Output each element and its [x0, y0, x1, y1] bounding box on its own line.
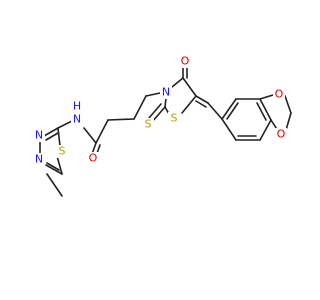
- atom-label-n-thiadiazole-1: N: [35, 129, 43, 142]
- bond-c5-methylidene-double: [195, 100, 207, 108]
- bond-td-c5-s: [56, 155, 63, 175]
- atom-label-s-thiadiazole: S: [59, 145, 66, 158]
- atom-o-dioxole-top: O: [273, 88, 285, 101]
- bond-c2-s-thione-double: [148, 103, 162, 119]
- bond-td-c2-nh: [57, 120, 73, 129]
- bond-nh-carbonyl: [83, 127, 97, 144]
- bond-bz-1: [221, 98, 237, 120]
- molecule-structure: O S N S O O O N H: [33, 55, 292, 197]
- atom-label-o-amide: O: [89, 152, 98, 165]
- atom-n-ring: N: [160, 86, 172, 99]
- atom-labels: O S N S O O O N H: [33, 55, 287, 166]
- bond-n-c4: [171, 77, 184, 88]
- atom-label-n-amide: N: [73, 113, 81, 126]
- bond-c5-methylidene: [195, 95, 209, 104]
- bond-td-n-c2-double: [45, 132, 59, 141]
- bond-td-c5-n-double: [46, 162, 60, 171]
- bond-diox-4: [285, 112, 292, 131]
- atom-label-o-dioxole-bottom: O: [277, 128, 286, 141]
- atom-s-thiadiazole: S: [56, 145, 68, 158]
- atom-label-n-ring: N: [162, 86, 170, 99]
- bond-td-n-c2: [43, 127, 59, 137]
- atom-label-s-ring: S: [171, 112, 178, 125]
- atom-s-thione: S: [142, 118, 154, 131]
- bond-c4-c5: [182, 77, 197, 97]
- atom-label-h-amide: H: [73, 100, 81, 113]
- atom-s-ring: S: [168, 112, 180, 125]
- bond-chain-3: [133, 95, 147, 120]
- bond-c2-n: [164, 97, 167, 108]
- bond-chain-1: [95, 119, 109, 144]
- atom-label-o-dioxole-top: O: [275, 88, 284, 101]
- atom-o-dioxole-bottom: O: [275, 128, 287, 141]
- atom-o-ketone: O: [179, 55, 191, 68]
- bond-c2-s-thione: [151, 106, 166, 123]
- atom-o-amide: O: [87, 152, 99, 165]
- bond-diox-1: [259, 94, 274, 100]
- bond-td-c2-s: [57, 127, 61, 147]
- bond-bz-3: [259, 98, 272, 121]
- bond-bz-6: [221, 118, 237, 141]
- atom-label-o-ketone: O: [181, 55, 190, 68]
- atom-label-s-thione: S: [145, 118, 152, 131]
- atom-n-thiadiazole-2: N: [33, 153, 45, 166]
- bond-td-c5-n: [45, 164, 63, 175]
- bond-bz-inner-2: [256, 102, 267, 121]
- atom-nh-amide: N H: [71, 100, 83, 126]
- bond-bz-inner-1: [226, 102, 239, 120]
- bond-chain-2: [107, 118, 135, 121]
- bond-chain-4: [145, 92, 161, 97]
- atom-label-n-thiadiazole-2: N: [35, 153, 43, 166]
- bond-diox-3: [284, 95, 292, 114]
- bond-bz-4: [259, 119, 272, 141]
- bond-c5-s: [181, 95, 197, 114]
- atom-n-thiadiazole-1: N: [33, 129, 45, 142]
- bond-methylidene-ring: [207, 102, 223, 120]
- bond-methyl: [46, 173, 63, 197]
